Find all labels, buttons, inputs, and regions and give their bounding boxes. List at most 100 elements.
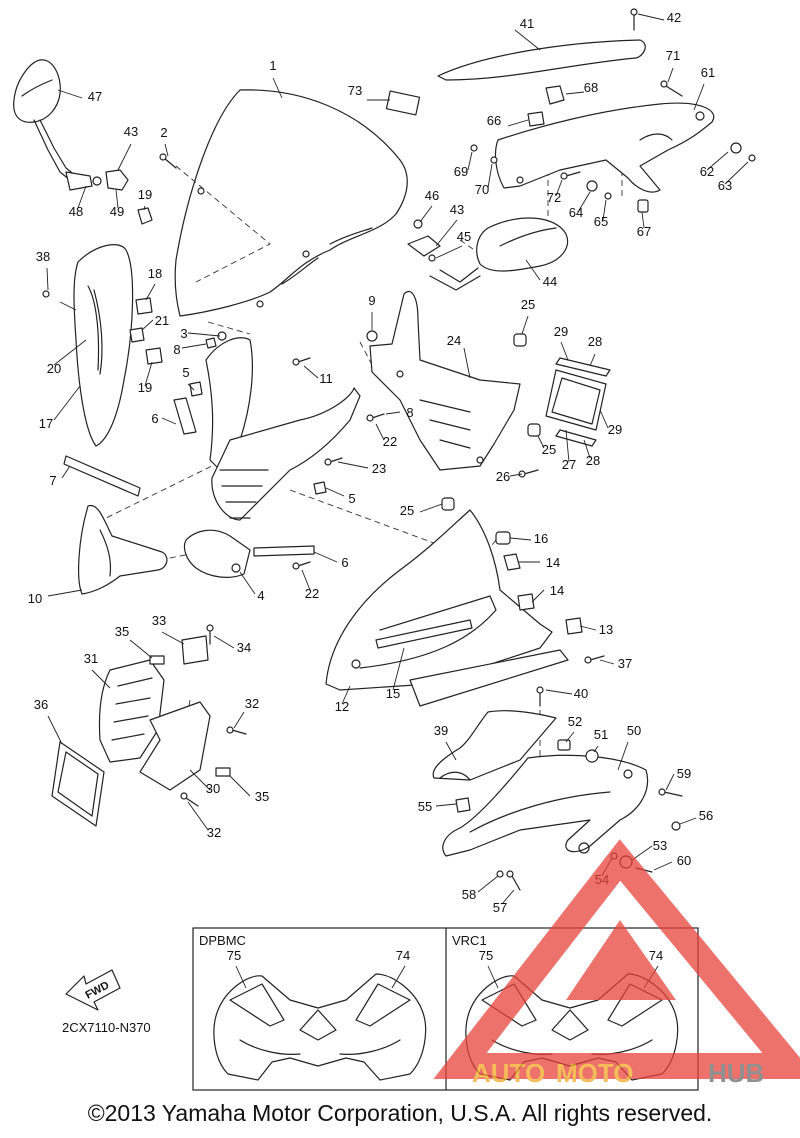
callout-75: 75 <box>227 948 241 963</box>
callout-52: 52 <box>568 714 582 729</box>
callout-9: 9 <box>368 293 375 308</box>
callout-35: 35 <box>255 789 269 804</box>
callout-21: 21 <box>155 313 169 328</box>
callout-56: 56 <box>699 808 713 823</box>
callout-6: 6 <box>341 555 348 570</box>
callout-72: 72 <box>547 190 561 205</box>
callout-66: 66 <box>487 113 501 128</box>
fwd-arrow-icon: FWD <box>65 969 121 1011</box>
small-hardware-right <box>470 80 756 213</box>
leader-lines <box>46 13 749 905</box>
callout-19: 19 <box>138 187 152 202</box>
nut-19 <box>145 347 163 365</box>
callout-3: 3 <box>180 326 187 341</box>
callout-64: 64 <box>569 205 583 220</box>
callout-25: 25 <box>521 297 535 312</box>
variant-label-left: DPBMC <box>199 933 246 948</box>
callout-6: 6 <box>151 411 158 426</box>
callout-20: 20 <box>47 361 61 376</box>
watermark-logo: AUTO MOTO HUB <box>433 839 800 1088</box>
windshield <box>174 89 408 317</box>
callout-5: 5 <box>182 365 189 380</box>
clip-5 <box>189 381 203 397</box>
callout-70: 70 <box>475 182 489 197</box>
callout-33: 33 <box>152 613 166 628</box>
callout-48: 48 <box>69 204 83 219</box>
bolt-2 <box>159 153 177 169</box>
callout-39: 39 <box>434 723 448 738</box>
screw-38 <box>42 290 50 298</box>
callout-75: 75 <box>479 948 493 963</box>
callout-51: 51 <box>594 727 608 742</box>
strip-7 <box>63 455 141 497</box>
callout-8: 8 <box>173 342 180 357</box>
bracket-27-29 <box>545 357 611 447</box>
mirror-assembly-right <box>407 217 569 291</box>
callout-40: 40 <box>574 686 588 701</box>
callout-47: 47 <box>88 89 102 104</box>
callout-43: 43 <box>124 124 138 139</box>
clip-8 <box>205 337 217 349</box>
callout-23: 23 <box>372 461 386 476</box>
side-cover-61 <box>494 102 715 193</box>
callout-27: 27 <box>562 457 576 472</box>
callout-5: 5 <box>348 491 355 506</box>
clip-66 <box>527 111 545 127</box>
callout-8: 8 <box>406 405 413 420</box>
callout-numbers: 1234556678891011121314141516171819192021… <box>28 10 732 963</box>
callout-67: 67 <box>637 224 651 239</box>
grommet-21 <box>129 327 145 343</box>
air-duct-10 <box>78 504 168 595</box>
callout-44: 44 <box>543 274 557 289</box>
clip-5b <box>313 481 327 495</box>
side-panel-17 <box>73 244 134 447</box>
callout-32: 32 <box>245 696 259 711</box>
callout-57: 57 <box>493 900 507 915</box>
duct-assembly <box>98 624 247 807</box>
callout-26: 26 <box>496 469 510 484</box>
inner-panel <box>183 337 361 578</box>
callout-30: 30 <box>206 781 220 796</box>
callout-16: 16 <box>534 531 548 546</box>
callout-74: 74 <box>396 948 410 963</box>
watermark-part2: MOTO <box>556 1058 634 1088</box>
mirror-assembly-left <box>13 59 153 225</box>
variant-label-right: VRC1 <box>452 933 487 948</box>
callout-14: 14 <box>546 555 560 570</box>
watermark-part3: HUB <box>708 1058 764 1088</box>
callout-32: 32 <box>207 825 221 840</box>
callout-49: 49 <box>110 204 124 219</box>
callout-25: 25 <box>400 503 414 518</box>
callout-24: 24 <box>447 333 461 348</box>
callout-18: 18 <box>148 266 162 281</box>
callout-37: 37 <box>618 656 632 671</box>
callout-2: 2 <box>160 125 167 140</box>
callout-28: 28 <box>588 334 602 349</box>
callout-65: 65 <box>594 214 608 229</box>
callout-17: 17 <box>39 416 53 431</box>
copyright-notice: ©2013 Yamaha Motor Corporation, U.S.A. A… <box>87 1100 713 1126</box>
callout-25: 25 <box>542 442 556 457</box>
callout-19: 19 <box>138 380 152 395</box>
callout-22: 22 <box>305 586 319 601</box>
callout-10: 10 <box>28 591 42 606</box>
stay-24 <box>369 290 521 471</box>
side-cowl-50 <box>442 754 649 857</box>
nut-18 <box>135 297 153 315</box>
callout-29: 29 <box>554 324 568 339</box>
sticker-73 <box>385 90 421 116</box>
callout-42: 42 <box>667 10 681 25</box>
callout-13: 13 <box>599 622 613 637</box>
inner-panel-39 <box>432 710 557 781</box>
grommet-9 <box>366 330 378 342</box>
callout-11: 11 <box>319 371 333 386</box>
grommets-25 <box>441 333 541 511</box>
callout-69: 69 <box>454 164 468 179</box>
callout-50: 50 <box>627 723 641 738</box>
lower-cowling-12 <box>325 509 569 707</box>
callout-53: 53 <box>653 838 667 853</box>
callout-4: 4 <box>257 588 264 603</box>
callout-55: 55 <box>418 799 432 814</box>
callout-45: 45 <box>457 229 471 244</box>
clip-68 <box>545 85 565 105</box>
